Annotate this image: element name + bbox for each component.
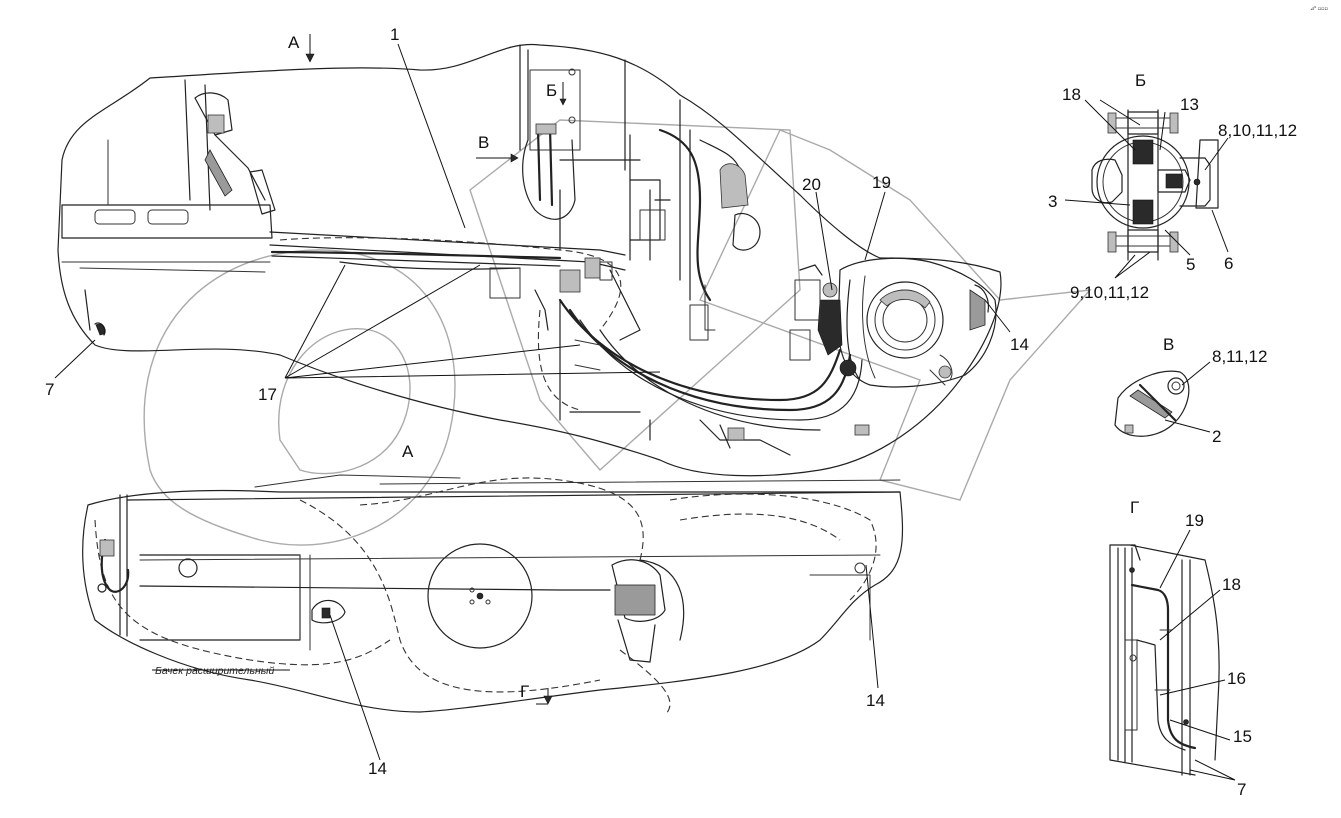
watermark bbox=[143, 119, 1092, 546]
callout-18-b: 18 bbox=[1062, 85, 1081, 104]
view-a-title: А bbox=[402, 442, 414, 461]
callout-8-10-11-12: 8,10,11,12 bbox=[1218, 121, 1297, 140]
callout-8-11-12: 8,11,12 bbox=[1212, 347, 1267, 366]
view-g-title: Г bbox=[1130, 498, 1139, 517]
view-g-arrow-label: Г bbox=[520, 682, 529, 701]
callout-19-top: 19 bbox=[872, 173, 891, 192]
corner-marks: ⊿⁰ ▫▫▫ bbox=[1310, 6, 1328, 12]
callout-labels: А 1 Б В Б 18 13 8,10,11,12 3 5 6 9,10,11… bbox=[45, 25, 1297, 799]
view-b-arrow-label: Б bbox=[546, 81, 557, 100]
callout-14-mid: 14 bbox=[866, 691, 885, 710]
callout-14-top: 14 bbox=[1010, 335, 1029, 354]
view-b-title: Б bbox=[1135, 71, 1146, 90]
view-b-detail bbox=[1064, 99, 1229, 279]
view-top-main bbox=[57, 43, 1002, 477]
callout-7-left: 7 bbox=[45, 380, 54, 399]
callout-14-bottom: 14 bbox=[368, 759, 387, 778]
callout-16: 16 bbox=[1227, 669, 1246, 688]
callout-19-g: 19 bbox=[1185, 511, 1204, 530]
callout-18-g: 18 bbox=[1222, 575, 1241, 594]
expansion-tank-caption: Бачек расширительный bbox=[155, 665, 274, 677]
view-v-title: В bbox=[1163, 335, 1174, 354]
callout-20: 20 bbox=[802, 175, 821, 194]
callout-7-right: 7 bbox=[1237, 780, 1246, 799]
callout-5: 5 bbox=[1186, 255, 1195, 274]
view-bottom-section bbox=[82, 474, 904, 761]
view-v-detail bbox=[1114, 361, 1211, 437]
callout-1: 1 bbox=[390, 25, 399, 44]
view-v-arrow-label: В bbox=[478, 133, 489, 152]
callout-3: 3 bbox=[1048, 192, 1057, 211]
leaders-top bbox=[54, 34, 1011, 379]
view-g-detail bbox=[1109, 529, 1236, 781]
callout-17: 17 bbox=[258, 385, 277, 404]
view-a-arrow-label: А bbox=[288, 33, 300, 52]
callout-9-10-11-12: 9,10,11,12 bbox=[1070, 283, 1149, 302]
callout-13: 13 bbox=[1180, 95, 1199, 114]
callout-15: 15 bbox=[1233, 727, 1252, 746]
callout-2: 2 bbox=[1212, 427, 1221, 446]
callout-6: 6 bbox=[1224, 254, 1233, 273]
